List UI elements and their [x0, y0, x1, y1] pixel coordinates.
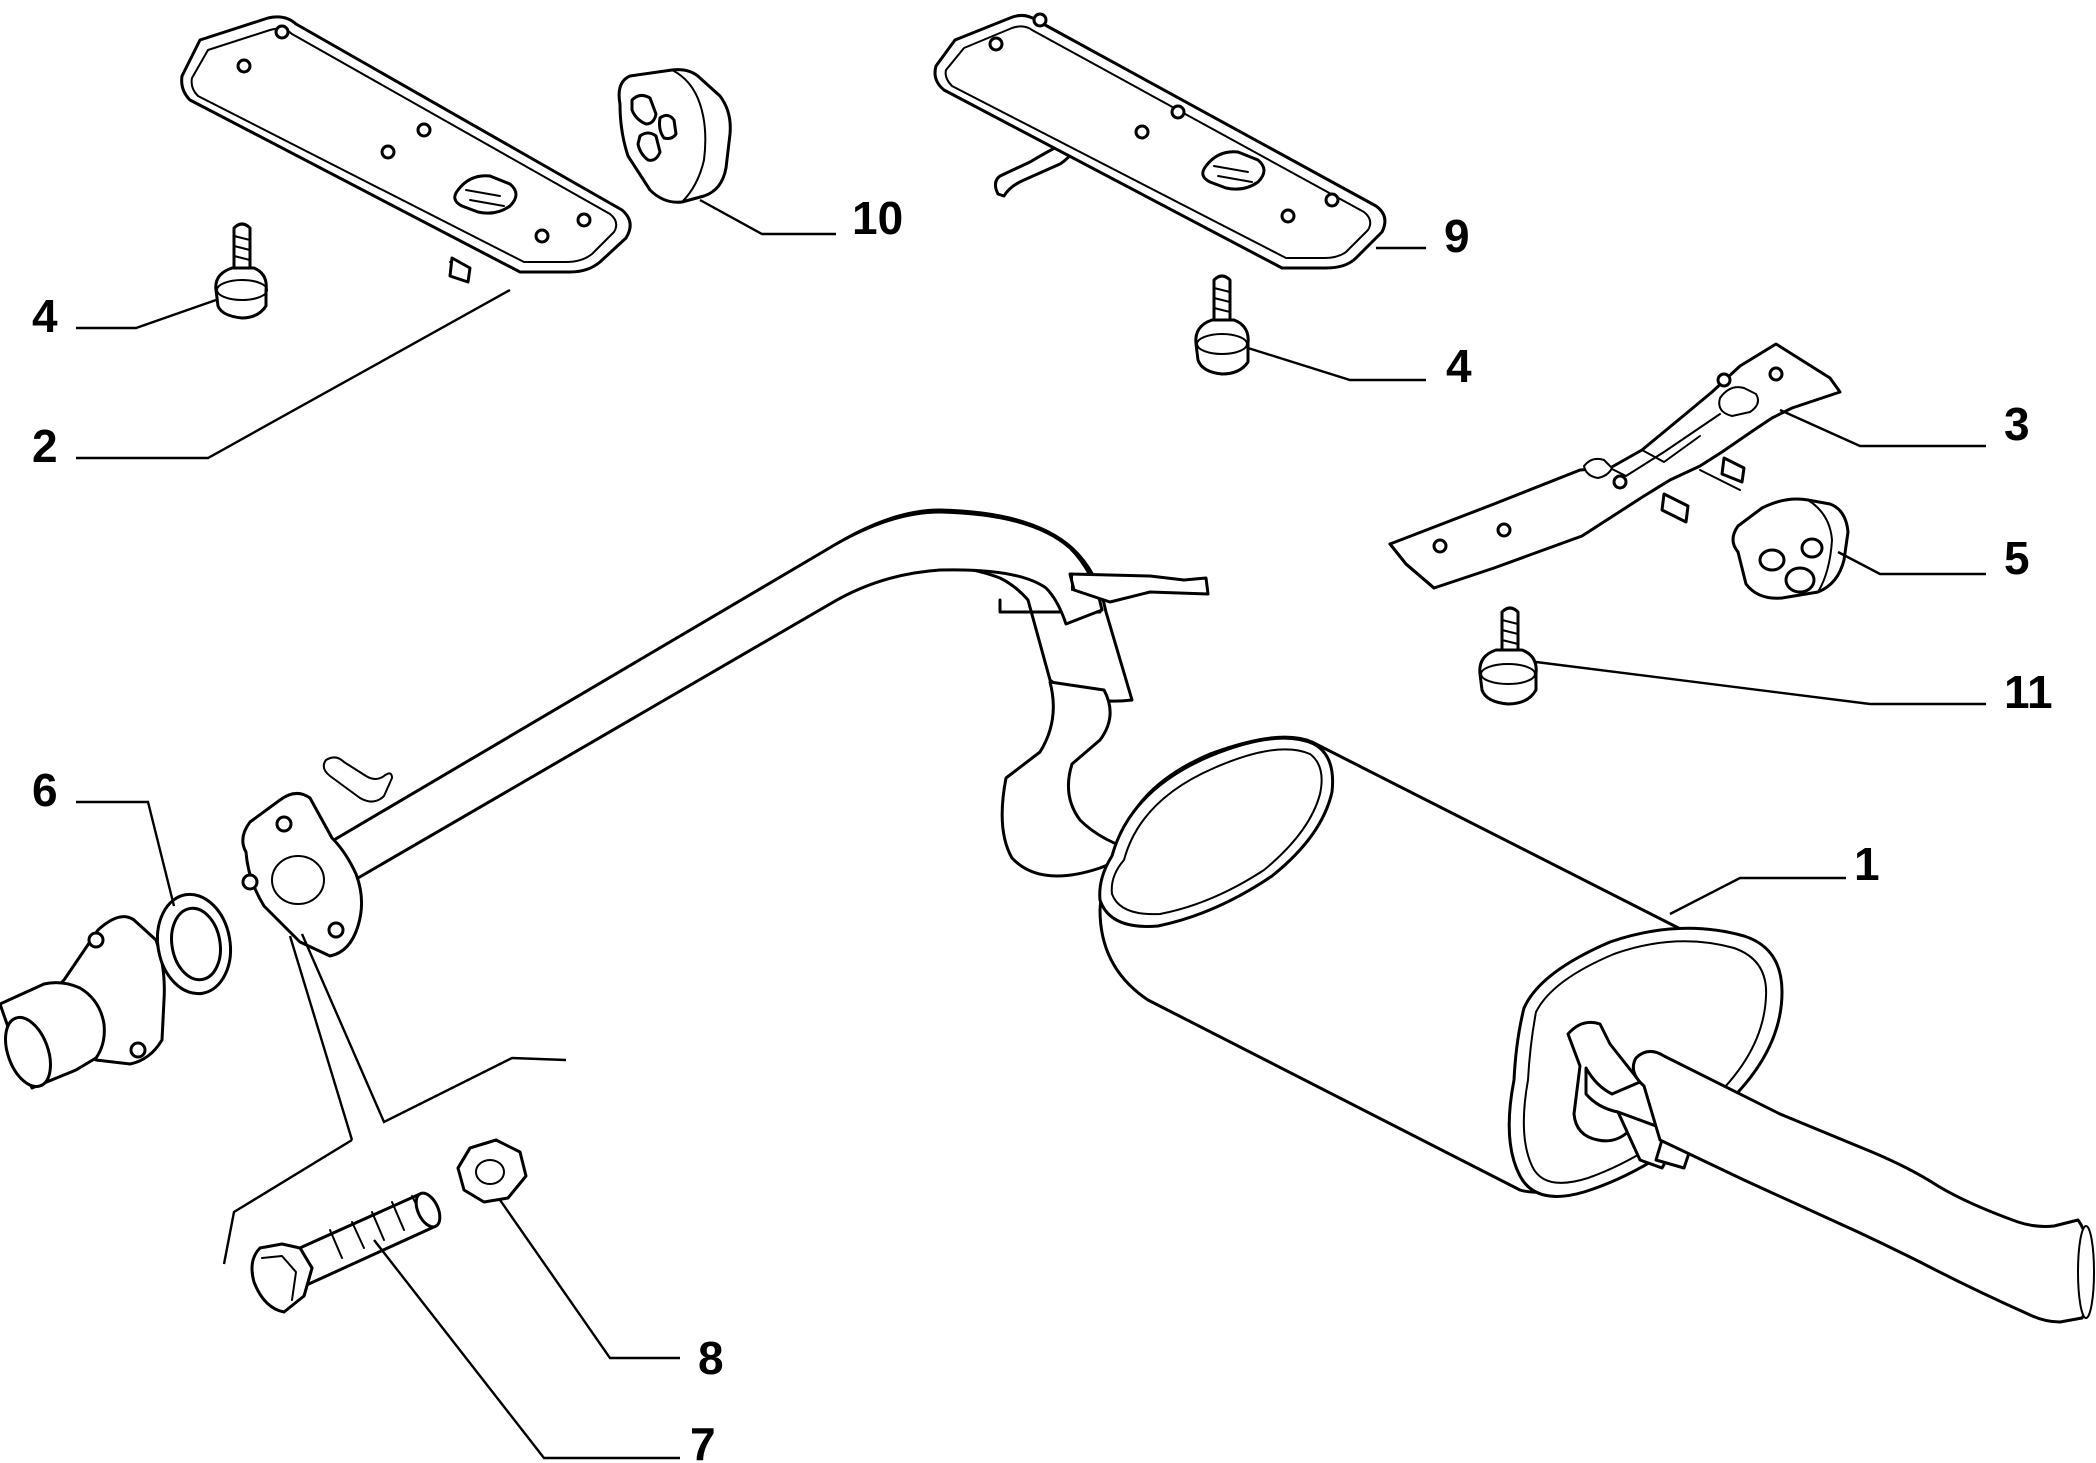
hex-nut [456, 1138, 528, 1204]
leader-7 [373, 1239, 680, 1460]
callout-10: 10 [852, 192, 903, 244]
heat-shield-plate-right [933, 12, 1387, 270]
leader-1 [1669, 876, 1846, 916]
bolt-11 [1478, 606, 1538, 706]
bolt-4-left [214, 222, 268, 320]
rubber-hanger-right [1731, 497, 1850, 600]
rear-muffler-assembly [298, 508, 2095, 1324]
callout-4-left: 4 [32, 290, 58, 342]
hex-bolt [250, 1191, 442, 1314]
leader-3 [1779, 408, 1986, 448]
leader-lines [76, 198, 1986, 1460]
gasket-ring [155, 892, 233, 996]
leader-2 [76, 288, 511, 460]
callout-11: 11 [2004, 666, 2053, 718]
leader-8 [499, 1199, 680, 1360]
callout-5: 5 [2004, 532, 2030, 584]
bolt-4-right [1194, 274, 1250, 376]
callout-2: 2 [32, 420, 58, 472]
callout-8: 8 [698, 1332, 724, 1384]
callout-labels: 1 2 3 4 4 5 6 7 8 9 10 11 [32, 192, 2053, 1463]
leader-4a [76, 298, 217, 330]
callout-3: 3 [2004, 398, 2030, 450]
manifold-outlet-flange [0, 915, 166, 1090]
callout-4-right: 4 [1446, 340, 1472, 392]
rubber-hanger-top [617, 68, 732, 204]
leader-5 [1837, 550, 1986, 576]
leader-11 [1535, 660, 1986, 706]
leader-10 [699, 198, 836, 236]
callout-1: 1 [1854, 838, 1880, 890]
construction-lines [222, 933, 567, 1265]
heat-shield-plate-left [180, 15, 632, 284]
rear-bracket [1388, 342, 1842, 590]
callout-7: 7 [690, 1418, 716, 1463]
callout-6: 6 [32, 764, 58, 816]
callout-9: 9 [1444, 210, 1470, 262]
leader-4b [1247, 346, 1426, 382]
leader-6 [76, 800, 176, 907]
pipe-flange [241, 792, 363, 958]
